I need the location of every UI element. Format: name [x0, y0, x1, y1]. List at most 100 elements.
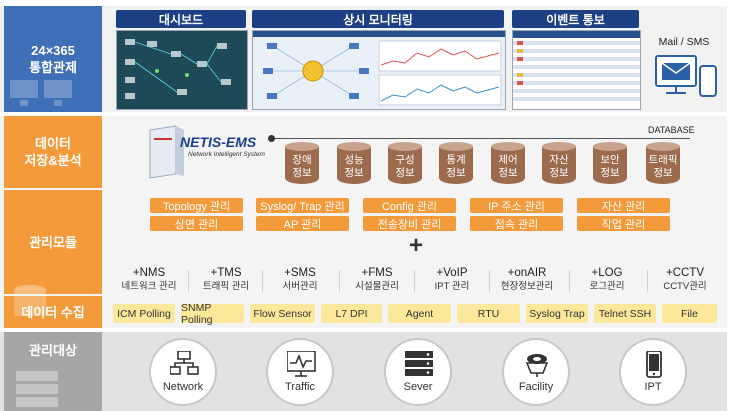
collection-section-label: 데이터 수집: [4, 285, 102, 328]
system-separator: [414, 270, 415, 292]
traffic-icon: [287, 351, 316, 377]
dashboard-panel-title: 대시보드: [116, 10, 246, 28]
db-line2: 정보: [446, 166, 466, 179]
target-sever: Sever: [384, 338, 452, 406]
db-line2: 정보: [498, 166, 518, 179]
target-label: Facility: [518, 381, 554, 393]
collector-item: Telnet SSH: [594, 304, 656, 323]
db-line1: 자산: [549, 153, 569, 166]
target-label: IPT: [644, 381, 662, 393]
network-icon: [170, 351, 199, 375]
collection-label: 데이터 수집: [21, 304, 85, 320]
targets-label: 관리대상: [29, 343, 77, 358]
system-name: +onAIR: [507, 267, 547, 279]
database-label: DATABASE: [648, 125, 695, 135]
module-primary: Config 관리: [363, 198, 456, 213]
collector-item: SNMP Polling: [181, 302, 244, 326]
db-line2: 정보: [600, 166, 620, 179]
module-secondary: AP 관리: [256, 216, 349, 231]
system-separator: [569, 270, 570, 292]
system-separator: [339, 270, 340, 292]
system-name: +FMS: [361, 267, 393, 279]
system-separator: [262, 270, 263, 292]
db-line1: 트래픽: [648, 153, 678, 166]
mail-sms-icon: [655, 55, 717, 97]
monitor-bg-icon: [10, 80, 72, 106]
monitoring-topology-image: [253, 31, 505, 109]
collector-item: L7 DPI: [321, 304, 382, 323]
system-name: +VoIP: [436, 267, 468, 279]
db-line2: 정보: [653, 166, 673, 179]
server-icon: [405, 351, 433, 376]
event-table-image: [513, 31, 640, 101]
system-desc: 현장정보관리: [500, 281, 554, 292]
db-line2: 정보: [292, 166, 312, 179]
db-line1: 성능: [344, 153, 364, 166]
system-name: +NMS: [132, 267, 166, 279]
db-line1: 구성: [395, 153, 415, 166]
db-line1: 보안: [600, 153, 620, 166]
module-primary: Topology 관리: [150, 198, 243, 213]
system-separator: [489, 270, 490, 292]
dashboard-map-image: [117, 31, 247, 109]
monitoring-line2: 통합관제: [29, 60, 77, 75]
db-line2: 정보: [344, 166, 364, 179]
module-primary: 자산 관리: [577, 198, 670, 213]
target-label: Network: [162, 381, 204, 393]
module-primary: IP 주소 관리: [470, 198, 563, 213]
modules-section-label: 관리모듈: [4, 190, 102, 294]
db-line1: 장애: [292, 153, 312, 166]
targets-band: [0, 332, 727, 411]
managed-system: +VoIP IPT 관리: [416, 266, 488, 293]
monitoring-screenshot: [252, 30, 506, 110]
database-bg-icon: [14, 285, 46, 316]
module-secondary: 전송장비 관리: [363, 216, 456, 231]
system-separator: [647, 270, 648, 292]
targets-section-label: 관리대상: [4, 332, 102, 411]
target-network: Network: [149, 338, 217, 406]
module-primary: Syslog/ Trap 관리: [256, 198, 349, 213]
system-name: +LOG: [591, 267, 623, 279]
plus-sign: +: [409, 232, 424, 259]
storage-section-label: 데이터 저장&분석: [4, 116, 102, 188]
module-secondary: 작업 관리: [577, 216, 670, 231]
target-label: Traffic: [285, 381, 315, 393]
module-secondary: 상면 관리: [150, 216, 243, 231]
mail-sms-label: Mail / SMS: [658, 36, 710, 48]
storage-line2: 저장&분석: [24, 153, 82, 168]
managed-system: +SMS 서버관리: [264, 266, 336, 293]
collector-item: RTU: [457, 304, 520, 323]
storage-line1: 데이터: [35, 136, 71, 151]
managed-system: +onAIR 현장정보관리: [491, 266, 563, 293]
monitoring-panel-title: 상시 모니터링: [252, 10, 504, 28]
system-separator: [188, 270, 189, 292]
product-name: NETIS-EMS: [180, 134, 257, 150]
collector-item: File: [662, 304, 717, 323]
system-desc: IPT 관리: [434, 281, 470, 292]
system-desc: 서버관리: [282, 281, 318, 292]
database-line: [272, 138, 690, 139]
database-line-dot: [268, 135, 275, 142]
target-ipt: IPT: [619, 338, 687, 406]
facility-icon: [525, 354, 549, 377]
managed-system: +TMS 트래픽 관리: [190, 266, 262, 293]
system-name: +SMS: [284, 267, 316, 279]
monitoring-section-label: 24×365 통합관제: [4, 6, 102, 112]
collector-item: Flow Sensor: [250, 304, 315, 323]
system-name: +CCTV: [665, 267, 705, 279]
db-line1: 제어: [498, 153, 518, 166]
system-desc: 트래픽 관리: [202, 281, 250, 292]
system-name: +TMS: [210, 267, 242, 279]
